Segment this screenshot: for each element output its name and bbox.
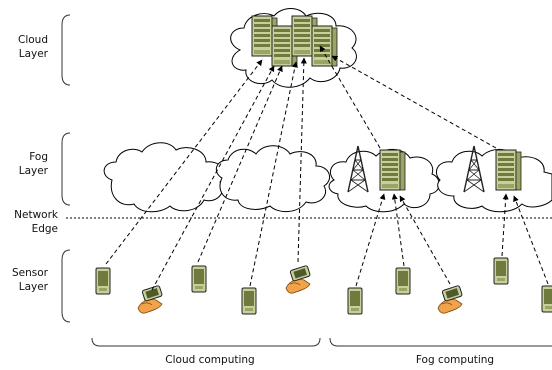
- handheld-device-icon: [285, 264, 311, 294]
- connection-line: [501, 193, 509, 257]
- connection-line: [355, 193, 386, 287]
- connection-line: [391, 193, 405, 267]
- cloud-computing-brace: [91, 337, 321, 347]
- sensor-layer-brace: [61, 249, 71, 323]
- network-edge-label: Network Edge: [14, 209, 58, 235]
- fog-cloud-4: [436, 149, 552, 213]
- connection-line: [105, 59, 263, 265]
- sensor-device-icon: [395, 267, 411, 295]
- connection-line: [197, 65, 283, 263]
- sensor-device-icon: [191, 265, 207, 293]
- connection-line: [399, 195, 451, 285]
- server-rack-icon: [495, 149, 522, 191]
- server-rack-icon: [379, 149, 406, 191]
- fog-layer-brace: [61, 132, 71, 206]
- sensor-device-icon: [347, 287, 363, 315]
- fog-computing-label: Fog computing: [415, 354, 495, 366]
- fog-layer-label: Fog Layer: [18, 151, 48, 177]
- sensor-device-icon: [541, 285, 552, 313]
- handheld-device-icon: [137, 284, 163, 314]
- fog-computing-brace: [329, 337, 552, 347]
- fog-cloud-1: [103, 142, 225, 213]
- fog-cloud-2: [215, 145, 331, 212]
- cloud-layer-brace: [61, 14, 71, 86]
- connection-line: [319, 45, 381, 149]
- connection-line: [331, 55, 497, 149]
- cloud-layer-label: Cloud Layer: [18, 34, 48, 60]
- connection-line: [151, 65, 275, 291]
- connection-line: [513, 195, 549, 285]
- sensor-layer-label: Sensor Layer: [12, 267, 48, 293]
- sensor-device-icon: [241, 287, 257, 315]
- connection-line: [249, 61, 298, 287]
- sensor-device-icon: [493, 257, 509, 285]
- connection-line: [297, 57, 307, 263]
- server-rack-icon: [311, 25, 338, 67]
- cloud-computing-label: Cloud computing: [165, 354, 255, 366]
- handheld-device-icon: [437, 284, 463, 314]
- sensor-device-icon: [95, 267, 111, 295]
